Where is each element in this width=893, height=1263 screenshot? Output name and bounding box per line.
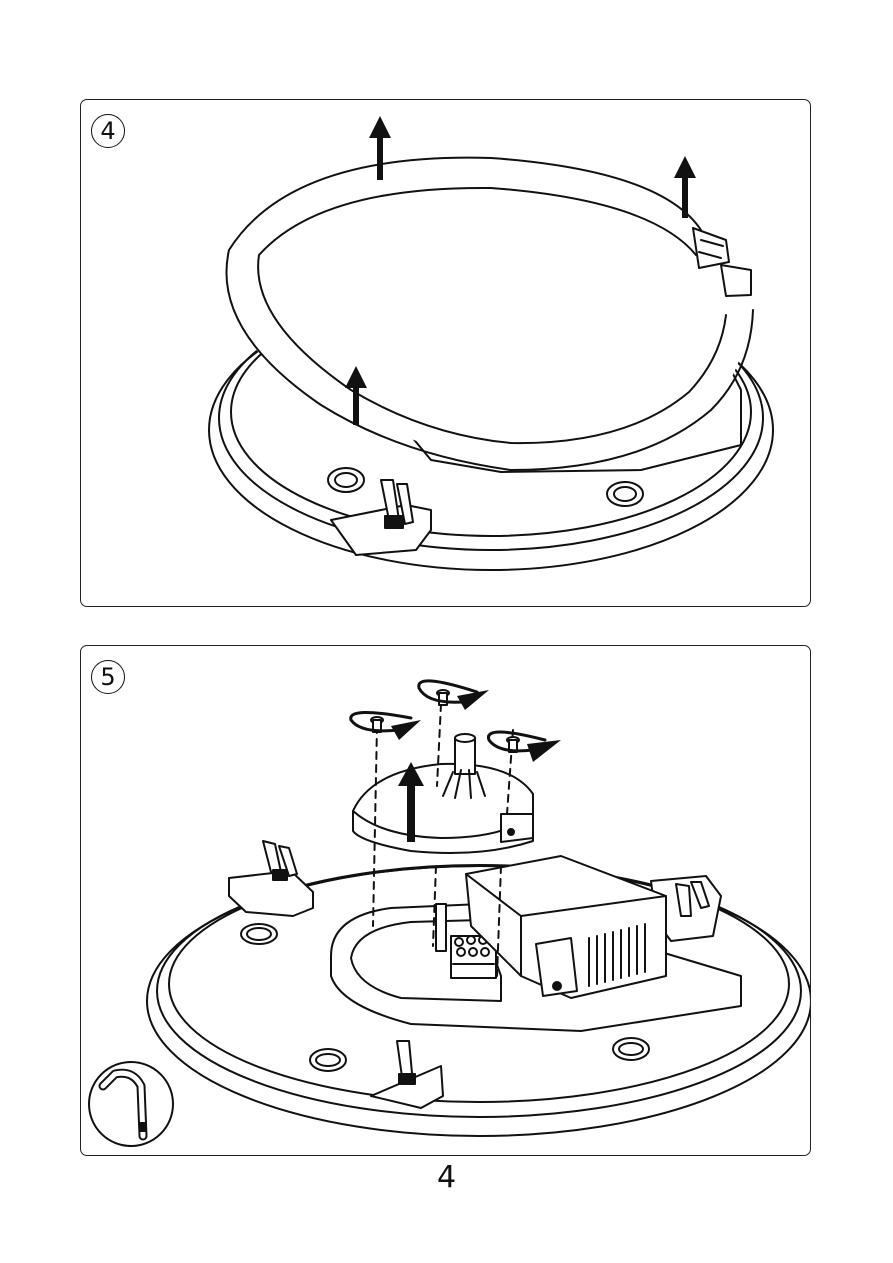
allen-key-icon bbox=[89, 1062, 173, 1146]
step-5-panel: 5 bbox=[80, 645, 811, 1156]
step-5-illustration bbox=[81, 646, 810, 1154]
tube-clip-left bbox=[229, 841, 313, 916]
screw-icon bbox=[371, 690, 519, 752]
step-4-illustration bbox=[81, 100, 810, 605]
step-4-panel: 4 bbox=[80, 99, 811, 607]
page-number: 4 bbox=[0, 1160, 893, 1195]
center-cover bbox=[353, 734, 533, 853]
